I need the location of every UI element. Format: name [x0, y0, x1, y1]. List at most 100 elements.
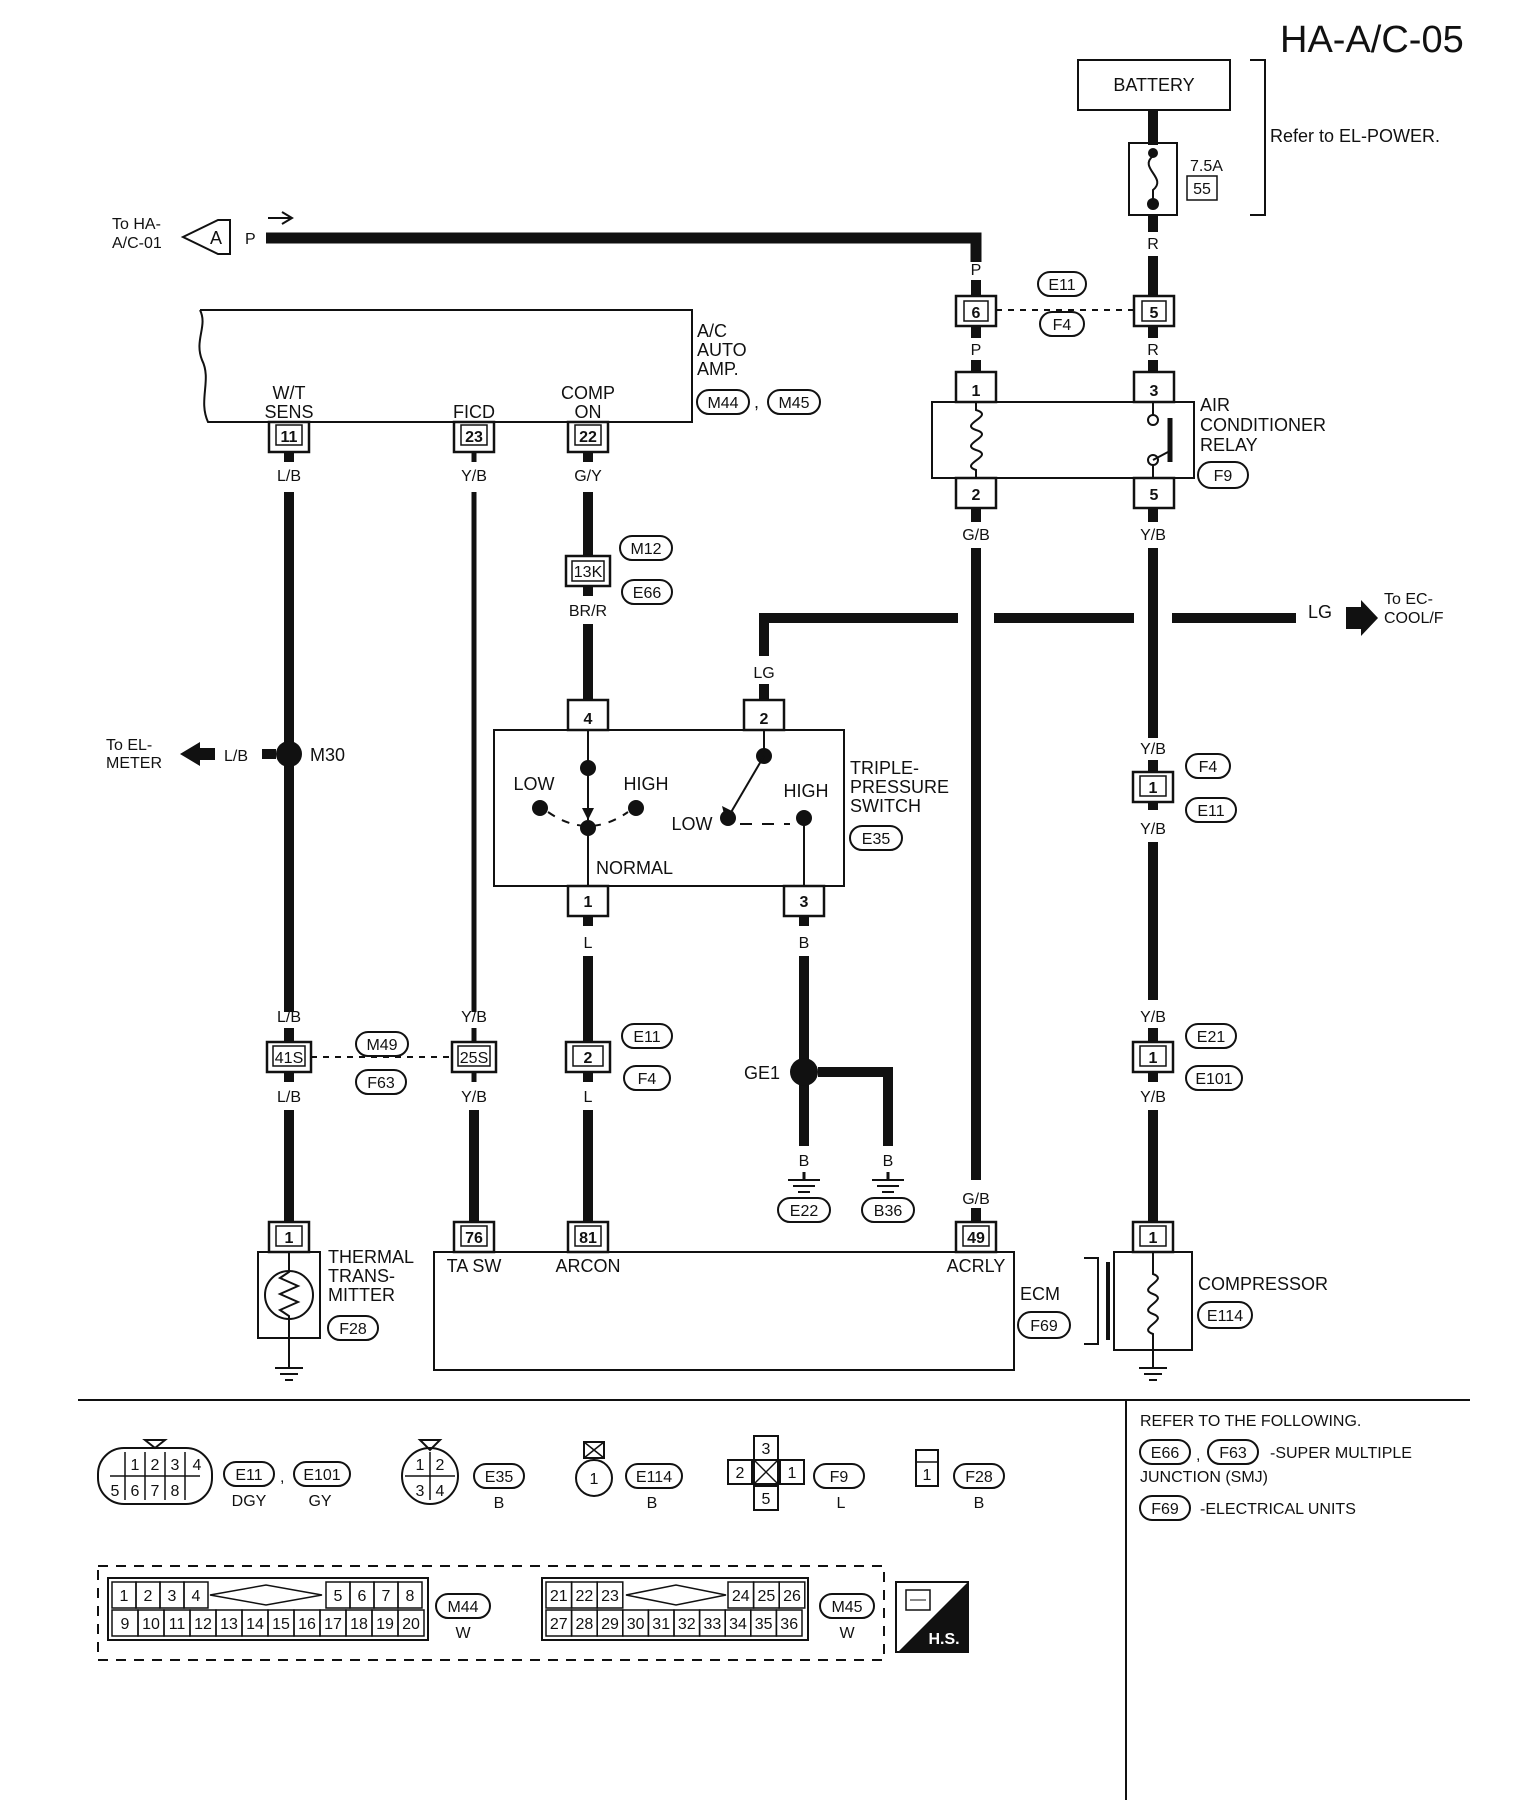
svg-text:G/B: G/B — [962, 527, 990, 544]
battery: BATTERY — [1077, 59, 1231, 111]
svg-text:E11: E11 — [1197, 803, 1224, 820]
svg-text:,: , — [1196, 1447, 1200, 1464]
svg-text:Y/B: Y/B — [461, 468, 487, 485]
svg-text:13K: 13K — [574, 564, 603, 581]
svg-text:1: 1 — [590, 1471, 599, 1488]
svg-text:,: , — [754, 392, 759, 412]
svg-text:1: 1 — [788, 1465, 797, 1482]
svg-text:4: 4 — [436, 1483, 445, 1500]
svg-text:COMPRESSOR: COMPRESSOR — [1198, 1274, 1328, 1294]
svg-text:L/B: L/B — [277, 1089, 301, 1106]
pin-cell: 36 — [780, 1616, 798, 1633]
svg-text:F4: F4 — [1199, 759, 1218, 776]
svg-text:E101: E101 — [1195, 1071, 1232, 1088]
svg-text:1: 1 — [1149, 780, 1158, 797]
svg-text:M49: M49 — [366, 1037, 397, 1054]
svg-text:Y/B: Y/B — [1140, 741, 1166, 758]
svg-text:To EC-: To EC- — [1384, 591, 1433, 608]
ref-ha-ac01: To HA- A/C-01 A P — [112, 211, 294, 255]
svg-text:SENS: SENS — [264, 402, 313, 422]
svg-text:-SUPER MULTIPLE: -SUPER MULTIPLE — [1270, 1445, 1412, 1462]
fuse-number: 55 — [1193, 181, 1211, 198]
pin-cell: 16 — [298, 1616, 316, 1633]
splice-m30 — [276, 741, 302, 767]
pin-cell: 10 — [142, 1616, 160, 1633]
svg-text:F4: F4 — [638, 1071, 657, 1088]
svg-text:2: 2 — [972, 487, 981, 504]
refer-block: REFER TO THE FOLLOWING. E66 , F63 -SUPER… — [1139, 1413, 1412, 1521]
svg-text:F69: F69 — [1151, 1501, 1179, 1518]
svg-text:GY: GY — [308, 1493, 331, 1510]
relay-code: F9 — [1214, 468, 1233, 485]
svg-text:E101: E101 — [303, 1467, 340, 1484]
pin-cell: 30 — [627, 1616, 645, 1633]
pin-cell: 2 — [144, 1588, 153, 1605]
pin-cell: 11 — [169, 1616, 186, 1633]
svg-text:1: 1 — [416, 1457, 425, 1474]
pin-cell: 35 — [755, 1616, 773, 1633]
legend-cross-relay: 3 2 1 5 F9 L — [727, 1435, 865, 1512]
svg-text:ON: ON — [575, 402, 602, 422]
pin-cell: 22 — [576, 1588, 594, 1605]
thermal-transmitter: 1 THERMAL TRANS- MITTER F28 — [257, 1220, 414, 1381]
pin-cell: 28 — [576, 1616, 594, 1633]
svg-text:TRIPLE-: TRIPLE- — [850, 758, 919, 778]
svg-text:REFER TO THE FOLLOWING.: REFER TO THE FOLLOWING. — [1140, 1413, 1361, 1430]
svg-text:FICD: FICD — [453, 402, 495, 422]
svg-text:NORMAL: NORMAL — [596, 858, 673, 878]
svg-text:23: 23 — [465, 429, 483, 446]
pin-cell: 17 — [324, 1616, 342, 1633]
svg-text:LOW: LOW — [513, 774, 554, 794]
svg-text:MITTER: MITTER — [328, 1285, 395, 1305]
badge-e11: E11 — [1037, 271, 1087, 297]
svg-text:L/B: L/B — [277, 468, 301, 485]
svg-text:,: , — [280, 1469, 284, 1486]
pin-cell: 23 — [601, 1588, 619, 1605]
svg-text:81: 81 — [579, 1230, 597, 1247]
svg-text:1: 1 — [1149, 1230, 1158, 1247]
svg-text:1: 1 — [584, 894, 593, 911]
svg-text:HIGH: HIGH — [784, 781, 829, 801]
svg-text:AIR: AIR — [1200, 395, 1230, 415]
svg-text:5: 5 — [1150, 487, 1159, 504]
page-code: HA-A/C-05 — [1280, 19, 1464, 61]
svg-text:2: 2 — [436, 1457, 445, 1474]
svg-text:M30: M30 — [310, 745, 345, 765]
svg-text:B: B — [883, 1153, 894, 1170]
svg-text:TRANS-: TRANS- — [328, 1266, 395, 1286]
svg-text:W/T: W/T — [273, 383, 306, 403]
pin-cell: 27 — [550, 1616, 568, 1633]
svg-text:A/C: A/C — [697, 321, 727, 341]
svg-text:W: W — [455, 1625, 471, 1642]
legend-single: 1 F28 B — [915, 1449, 1005, 1512]
svg-text:1: 1 — [131, 1457, 140, 1474]
ac-relay: 1 3 2 5 AIR CONDITIONER RELAY F9 — [931, 370, 1326, 510]
svg-text:E35: E35 — [862, 831, 891, 848]
pin-cell: 5 — [334, 1588, 343, 1605]
svg-text:ACRLY: ACRLY — [947, 1256, 1006, 1276]
svg-text:Y/B: Y/B — [1140, 1089, 1166, 1106]
pin-cell: 31 — [652, 1616, 670, 1633]
svg-text:ECM: ECM — [1020, 1284, 1060, 1304]
svg-text:M44: M44 — [707, 395, 738, 412]
svg-text:B: B — [494, 1495, 505, 1512]
pin-cell: 9 — [121, 1616, 130, 1633]
svg-text:L: L — [584, 935, 593, 952]
pin-cell: 4 — [192, 1588, 201, 1605]
svg-text:BR/R: BR/R — [569, 603, 607, 620]
svg-text:2: 2 — [760, 711, 769, 728]
svg-text:2: 2 — [584, 1050, 593, 1067]
svg-text:LG: LG — [1308, 602, 1332, 622]
svg-text:B36: B36 — [874, 1203, 903, 1220]
svg-text:2: 2 — [151, 1457, 160, 1474]
conn-pin-6: 6 — [972, 305, 981, 322]
svg-text:COMP: COMP — [561, 383, 615, 403]
svg-text:7: 7 — [151, 1483, 160, 1500]
svg-text:-ELECTRICAL UNITS: -ELECTRICAL UNITS — [1200, 1501, 1356, 1518]
svg-text:Y/B: Y/B — [461, 1009, 487, 1026]
svg-text:DGY: DGY — [232, 1493, 267, 1510]
hs-badge: H.S. — [895, 1581, 969, 1653]
svg-text:A/C-01: A/C-01 — [112, 235, 162, 252]
